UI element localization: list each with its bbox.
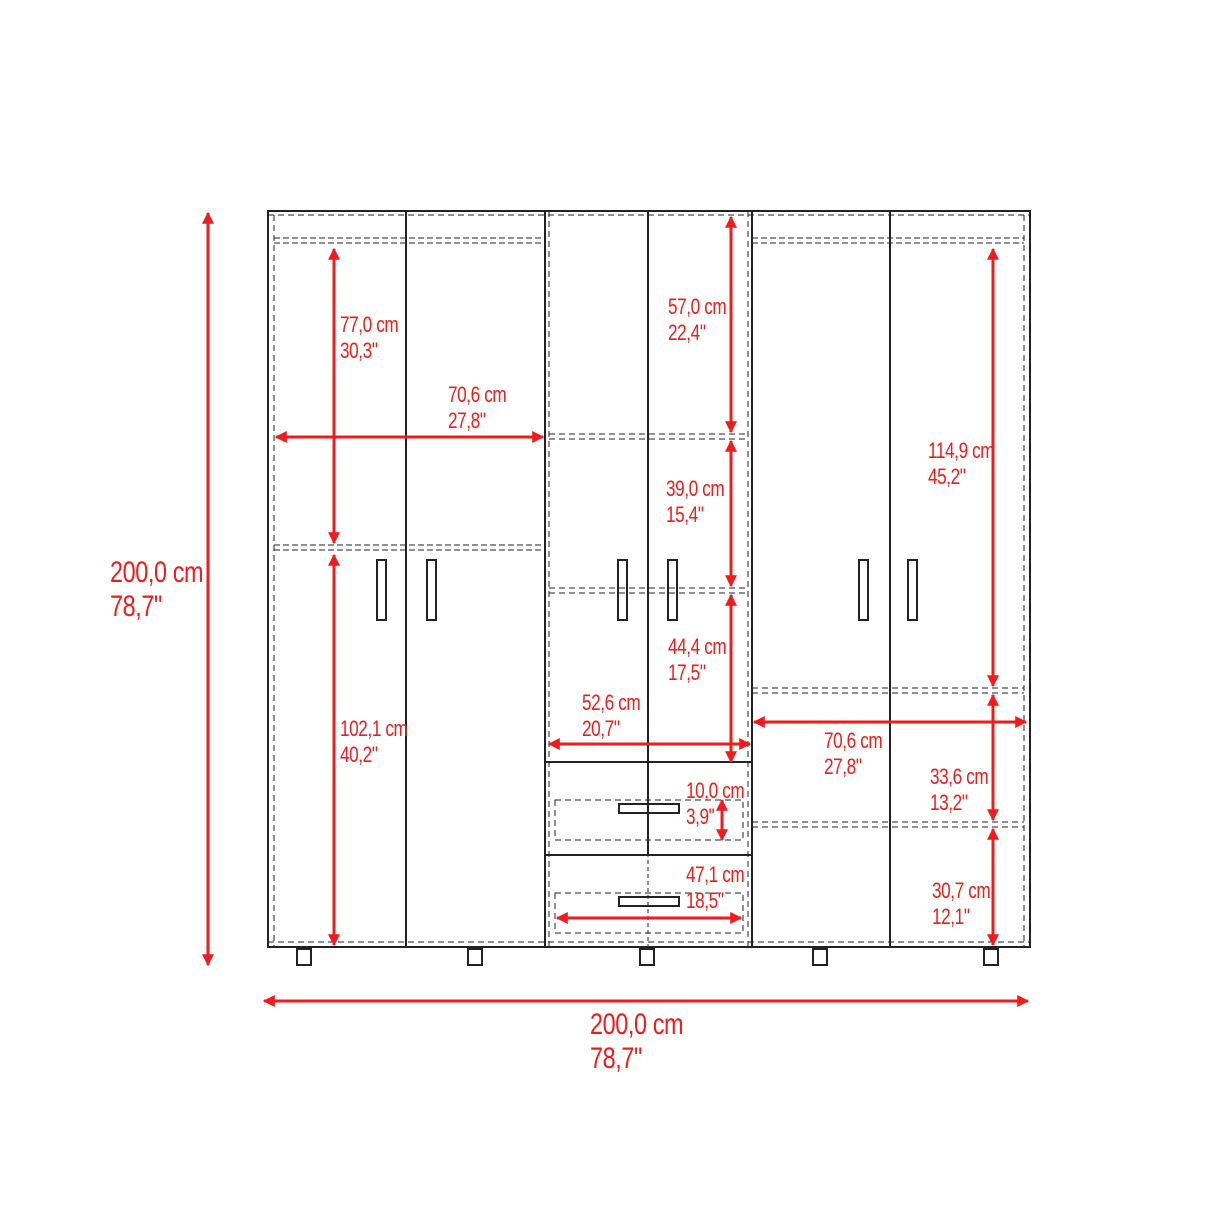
- center-lower-height-label: 44,4 cm 17,5": [668, 634, 727, 686]
- center-lower-height-cm: 44,4 cm: [668, 634, 727, 659]
- drawer-height-label: 10,0 cm 3,9": [686, 778, 745, 830]
- left-width-cm: 70,6 cm: [448, 382, 507, 407]
- left-upper-height-label: 77,0 cm 30,3": [340, 312, 399, 364]
- left-lower-height-label: 102,1 cm 40,2": [340, 716, 408, 768]
- center-width-in: 20,7": [582, 716, 620, 741]
- center-middle-height-cm: 39,0 cm: [666, 476, 725, 501]
- cabinet-feet: [296, 948, 999, 966]
- left-width-label: 70,6 cm 27,8": [448, 382, 507, 434]
- overall-width-cm: 200,0 cm: [590, 1008, 684, 1041]
- right-width-label: 70,6 cm 27,8": [824, 728, 883, 780]
- center-top-height-cm: 57,0 cm: [668, 294, 727, 319]
- door-handles: [376, 559, 918, 907]
- drawer-height-cm: 10,0 cm: [686, 778, 745, 803]
- right-upper-height-cm: 114,9 cm: [928, 438, 995, 463]
- left-upper-height-cm: 77,0 cm: [340, 312, 399, 337]
- overall-height-label: 200,0 cm 78,7": [110, 556, 204, 624]
- drawer-width-in: 18,5": [686, 888, 724, 913]
- center-width-label: 52,6 cm 20,7": [582, 690, 641, 742]
- right-width-in: 27,8": [824, 754, 862, 779]
- cabinet-frame: [267, 210, 1031, 948]
- drawer-width-cm: 47,1 cm: [686, 862, 745, 887]
- overall-width-label: 200,0 cm 78,7": [590, 1008, 684, 1076]
- drawer-width-label: 47,1 cm 18,5": [686, 862, 745, 914]
- right-width-cm: 70,6 cm: [824, 728, 883, 753]
- overall-width-in: 78,7": [590, 1042, 642, 1075]
- left-upper-height-in: 30,3": [340, 338, 378, 363]
- right-bottom-height-label: 30,7 cm 12,1": [932, 878, 991, 930]
- right-bottom-height-in: 12,1": [932, 904, 970, 929]
- center-middle-height-in: 15,4": [666, 502, 704, 527]
- dimension-lines: [202, 211, 1030, 1007]
- right-middle-height-in: 13,2": [930, 790, 968, 815]
- right-bottom-height-cm: 30,7 cm: [932, 878, 991, 903]
- right-upper-height-in: 45,2": [928, 464, 966, 489]
- center-width-cm: 52,6 cm: [582, 690, 641, 715]
- center-top-height-label: 57,0 cm 22,4": [668, 294, 727, 346]
- right-middle-height-cm: 33,6 cm: [930, 764, 989, 789]
- right-middle-height-label: 33,6 cm 13,2": [930, 764, 989, 816]
- drawer-height-in: 3,9": [686, 804, 715, 829]
- center-top-height-in: 22,4": [668, 320, 706, 345]
- left-width-in: 27,8": [448, 408, 486, 433]
- right-upper-height-label: 114,9 cm 45,2": [928, 438, 995, 490]
- center-lower-height-in: 17,5": [668, 660, 706, 685]
- overall-height-in: 78,7": [110, 590, 162, 623]
- overall-height-cm: 200,0 cm: [110, 556, 204, 589]
- left-lower-height-cm: 102,1 cm: [340, 716, 408, 741]
- left-lower-height-in: 40,2": [340, 742, 378, 767]
- center-middle-height-label: 39,0 cm 15,4": [666, 476, 725, 528]
